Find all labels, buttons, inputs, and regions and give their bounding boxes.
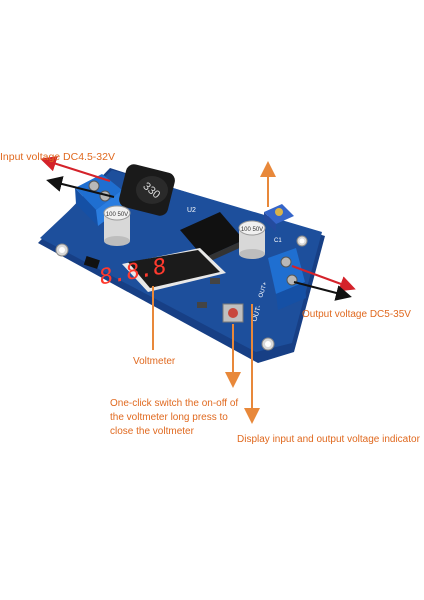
out-plus-marking: OUT+ [258,281,269,299]
u2-marking: U2 [187,207,196,214]
in-minus-marking: IN- [69,266,79,274]
output-arrow-red [291,265,356,292]
c1-marking: C1 [274,238,282,244]
push-button [222,303,244,323]
input-arrow-red [40,156,111,182]
voltmeter-label: Voltmeter [133,356,176,367]
left-capacitor: 100 50V [103,205,131,246]
inductor: 330 [119,164,175,216]
input-voltage-label: Input voltage DC4.5-32V [0,151,115,163]
input-arrow-black [46,176,115,198]
right-capacitor: 100 50V [238,220,266,259]
left-capacitor-marking: 100 50V [106,212,128,218]
output-voltage-label: Output voltage DC5-35V [302,309,411,320]
smd-components [83,256,220,308]
indicator-label: Display input and output voltage indicat… [237,434,420,445]
potentiometer [264,204,294,232]
right-capacitor-marking: 100 50V [241,227,263,233]
seven-segment-display: 8.8.8 [99,248,226,292]
output-arrow-black [293,281,352,301]
regulator-chip: U2 [180,207,244,264]
switch-label: One-click switch the on-off of the voltm… [110,398,239,437]
